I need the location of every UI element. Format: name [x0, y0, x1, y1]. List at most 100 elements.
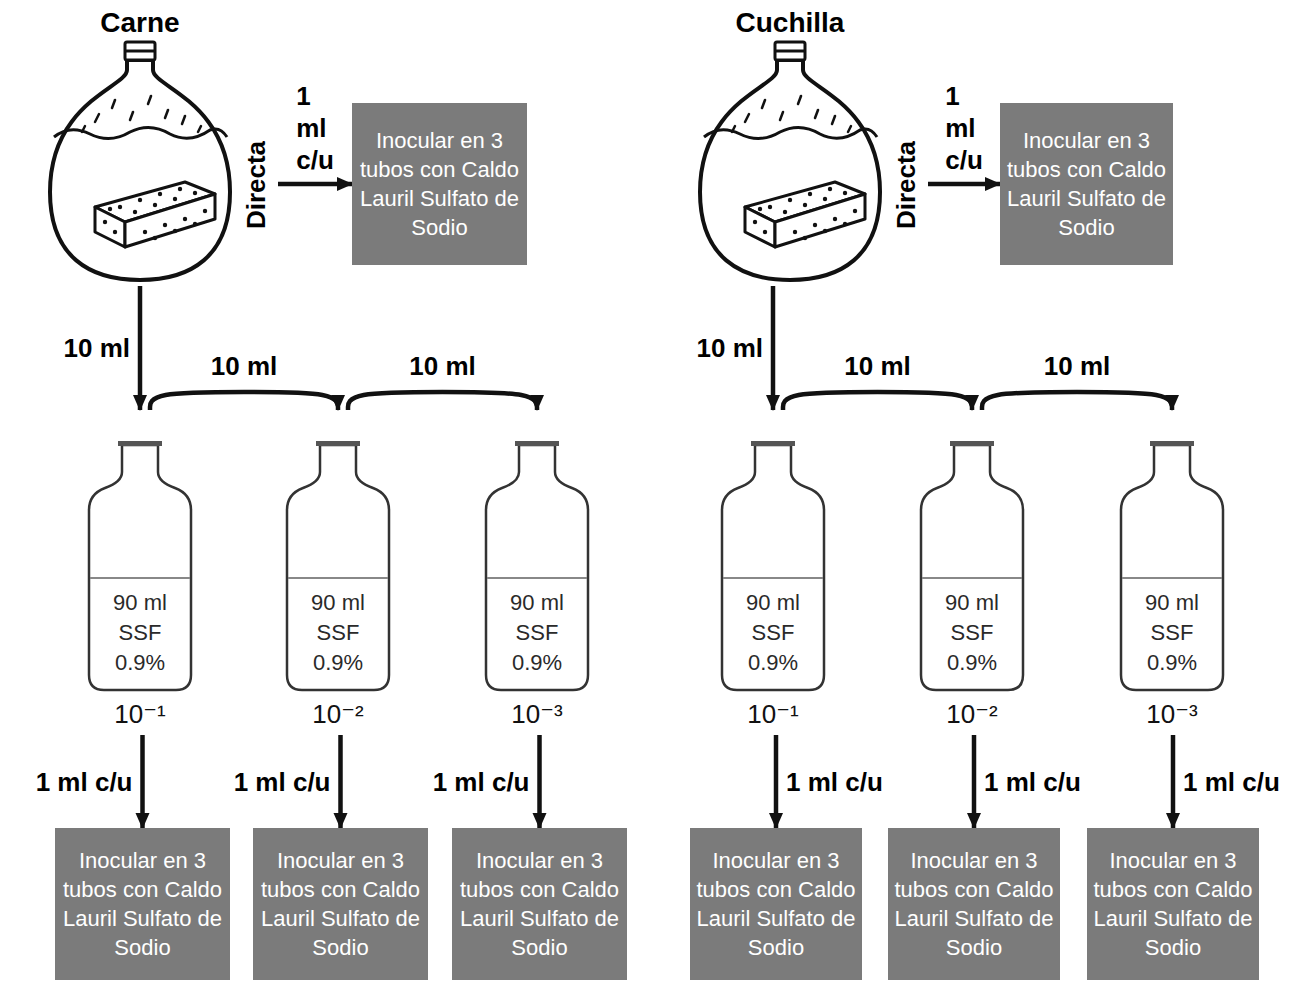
flask-body — [50, 60, 230, 280]
transfer-arrow — [972, 735, 977, 828]
volume-label: 1 ml c/u — [786, 766, 883, 798]
dilution-bottle-outline — [917, 410, 1027, 735]
sponge-pore — [173, 229, 177, 233]
volume-label: 1 ml c/u — [234, 766, 331, 798]
bottle-cap — [751, 441, 795, 446]
dilution-content: 90 ml SSF 0.9% — [98, 588, 182, 678]
method-label: Directa — [891, 141, 921, 229]
transfer-arrow — [138, 286, 143, 410]
sponge-pore — [163, 223, 167, 227]
bottle-cap — [316, 441, 360, 446]
flask-cap-band — [125, 50, 155, 53]
inoculation-box: Inocular en 3 tubos con Caldo Lauril Sul… — [1087, 828, 1259, 980]
sponge-pore — [158, 192, 162, 196]
sample-title: Cuchilla — [696, 6, 884, 40]
inoculation-box: Inocular en 3 tubos con Caldo Lauril Sul… — [352, 103, 527, 265]
sponge-pore — [808, 192, 812, 196]
volume-label: 1 ml c/u — [1183, 766, 1280, 798]
dilution-bottle: 90 ml SSF 0.9% 10⁻¹ — [85, 410, 195, 735]
procedure-text: Inocular en 3 tubos con Caldo Lauril Sul… — [259, 846, 422, 962]
dilution-bottle-outline — [85, 410, 195, 735]
volume-label: 1 ml c/u — [433, 766, 530, 798]
volume-label: 1 ml c/u — [36, 766, 133, 798]
sponge-pore — [828, 187, 832, 191]
sponge-pore — [118, 205, 122, 209]
droplet — [780, 112, 783, 120]
transfer-arrow — [537, 735, 542, 828]
procedure-text: Inocular en 3 tubos con Caldo Lauril Sul… — [1006, 126, 1167, 242]
procedure-text: Inocular en 3 tubos con Caldo Lauril Sul… — [1093, 846, 1253, 962]
sponge-pore — [143, 230, 147, 234]
droplet — [815, 110, 818, 118]
liquid-level — [723, 577, 823, 579]
sponge-pore — [763, 230, 767, 234]
transfer-arrow — [348, 392, 537, 410]
dilution-factor: 10⁻¹ — [718, 698, 828, 730]
volume-label: 1 ml c/u — [296, 80, 334, 176]
bottle-cap — [118, 441, 162, 446]
bottle-body — [89, 445, 191, 690]
inoculation-box: Inocular en 3 tubos con Caldo Lauril Sul… — [1000, 103, 1173, 265]
transfer-arrow — [771, 286, 776, 410]
droplet — [198, 126, 201, 132]
sponge-pore — [193, 222, 197, 226]
dilution-bottle-outline — [1117, 410, 1227, 735]
sponge-pore — [793, 230, 797, 234]
dilution-factor: 10⁻² — [917, 698, 1027, 730]
liquid-level — [922, 577, 1022, 579]
volume-label: 1 ml c/u — [945, 80, 983, 176]
droplet — [745, 114, 749, 122]
sponge-pore — [788, 198, 792, 202]
sponge-pore — [193, 191, 197, 195]
sponge-pore — [758, 207, 762, 211]
droplet — [82, 126, 85, 132]
dilution-content: 90 ml SSF 0.9% — [731, 588, 815, 678]
sponge-pore — [833, 217, 837, 221]
liquid-surface — [704, 127, 877, 138]
sponge-pore — [153, 236, 157, 240]
liquid-level — [90, 577, 190, 579]
method-label: Directa — [241, 141, 271, 229]
transfer-arrow — [783, 392, 972, 410]
volume-label: 10 ml — [409, 350, 476, 382]
droplet — [182, 116, 185, 124]
transfer-arrow — [1171, 735, 1176, 828]
dilution-factor: 10⁻¹ — [85, 698, 195, 730]
sponge-pore — [823, 229, 827, 233]
dilution-bottle: 90 ml SSF 0.9%10⁻³ — [1117, 410, 1227, 735]
dilution-bottle-outline — [482, 410, 592, 735]
sponge-pore — [138, 198, 142, 202]
droplet — [848, 126, 851, 132]
procedure-text: Inocular en 3 tubos con Caldo Lauril Sul… — [61, 846, 224, 962]
sponge-pore — [843, 191, 847, 195]
volume-label: 10 ml — [211, 350, 278, 382]
bottle-body — [287, 445, 389, 690]
flask-cap-band — [775, 50, 805, 53]
procedure-text: Inocular en 3 tubos con Caldo Lauril Sul… — [696, 846, 856, 962]
sponge-pore — [783, 210, 787, 214]
transfer-arrow — [928, 182, 1000, 187]
liquid-level — [288, 577, 388, 579]
volume-label: 1 ml c/u — [984, 766, 1081, 798]
inoculation-box: Inocular en 3 tubos con Caldo Lauril Sul… — [452, 828, 627, 980]
sponge-pore — [103, 220, 107, 224]
sponge-pore — [153, 203, 157, 207]
sample-title: Carne — [46, 6, 234, 40]
droplet — [95, 114, 99, 122]
bottle-cap — [515, 441, 559, 446]
sponge-pore — [173, 197, 177, 201]
sponge-pore — [803, 203, 807, 207]
dilution-factor: 10⁻² — [283, 698, 393, 730]
bottle-body — [486, 445, 588, 690]
procedure-text: Inocular en 3 tubos con Caldo Lauril Sul… — [358, 126, 521, 242]
sponge-pore — [133, 210, 137, 214]
sponge-pore — [183, 217, 187, 221]
procedure-text: Inocular en 3 tubos con Caldo Lauril Sul… — [894, 846, 1054, 962]
dilution-content: 90 ml SSF 0.9% — [1130, 588, 1214, 678]
volume-label: 10 ml — [844, 350, 911, 382]
bottle-body — [1121, 445, 1223, 690]
sponge-pore — [843, 222, 847, 226]
sponge — [775, 194, 865, 247]
droplet — [732, 126, 735, 132]
